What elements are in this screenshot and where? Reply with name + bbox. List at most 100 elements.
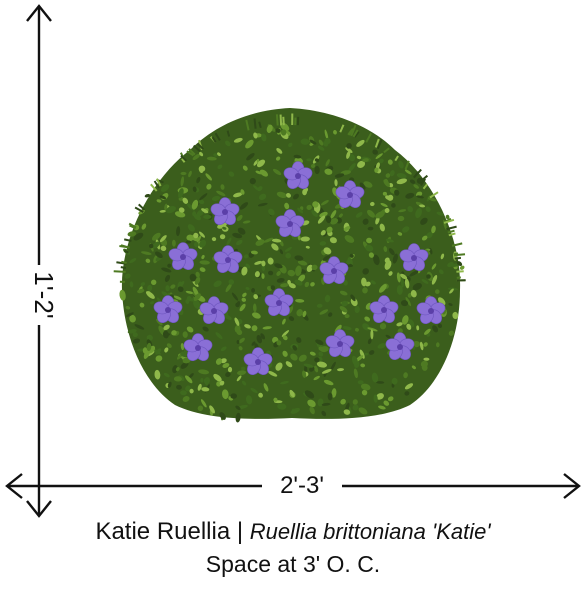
leaf [321, 369, 332, 374]
leaf [415, 207, 423, 219]
leaf [176, 226, 181, 237]
leaf [387, 159, 393, 165]
leaf [357, 160, 366, 168]
leaf [172, 365, 178, 374]
leaf [217, 164, 223, 170]
purple-flower-icon [275, 209, 305, 238]
leaf [298, 354, 307, 362]
purple-flower-icon [399, 243, 429, 272]
leaf [391, 377, 398, 385]
leaf [241, 380, 247, 386]
leaf [364, 352, 369, 356]
leaf [230, 393, 237, 399]
plant-name-caption: Katie Ruellia | Ruellia brittoniana 'Kat… [0, 516, 586, 548]
leaf [421, 279, 429, 284]
leaf [459, 265, 465, 270]
leaf-sprig [443, 218, 455, 224]
leaf [243, 254, 249, 259]
leaf [164, 333, 171, 336]
leaf [127, 329, 137, 334]
leaf [297, 235, 301, 241]
leaf-sprig [413, 171, 420, 179]
leaf [323, 379, 334, 386]
leaf [366, 209, 376, 218]
leaf [419, 341, 424, 351]
leaf [405, 192, 415, 199]
leaf [316, 361, 328, 368]
leaf [437, 323, 443, 329]
leaf [199, 193, 208, 201]
leaf [416, 195, 424, 199]
leaf [427, 197, 437, 202]
leaf [213, 280, 222, 288]
leaf [201, 208, 209, 214]
leaf [266, 124, 273, 133]
leaf [227, 366, 233, 373]
leaf-sprig [119, 245, 130, 249]
leaf [159, 209, 166, 213]
leaf-sprig [226, 130, 231, 137]
leaf [447, 262, 454, 268]
leaf [217, 152, 221, 157]
leaf [148, 243, 154, 249]
leaf [362, 218, 369, 225]
leaf [129, 314, 136, 323]
leaf [410, 290, 417, 298]
leaf [165, 206, 177, 214]
leaf [255, 239, 265, 246]
leaf [294, 255, 304, 261]
leaf [235, 412, 241, 423]
purple-flower-icon [335, 180, 365, 209]
leaf [239, 202, 249, 210]
leaf [384, 208, 390, 213]
leaf [275, 362, 283, 371]
leaf [322, 255, 331, 261]
leaf [284, 202, 290, 210]
leaf [375, 216, 380, 225]
leaf [259, 169, 269, 177]
leaf [368, 252, 374, 258]
leaf [426, 231, 433, 239]
leaf [327, 392, 333, 401]
leaf [421, 235, 428, 241]
leaf [276, 271, 281, 276]
leaf [356, 139, 365, 147]
leaf [180, 343, 185, 351]
leaf [362, 287, 368, 294]
purple-flower-icon [210, 197, 240, 226]
leaf [448, 330, 455, 336]
leaf [180, 171, 187, 176]
leaf-sprig [348, 128, 354, 136]
leaf [380, 202, 388, 208]
leaf [385, 173, 391, 178]
leaf [310, 163, 316, 168]
leaf [375, 153, 383, 160]
leaf-sprig [181, 158, 186, 163]
purple-flower-icon [416, 296, 446, 325]
leaf [185, 385, 191, 392]
leaf [420, 217, 428, 225]
leaf [164, 274, 171, 282]
leaf [275, 156, 281, 161]
leaf [273, 397, 278, 402]
leaf [263, 237, 274, 243]
leaf [385, 334, 391, 339]
leaf [197, 405, 204, 412]
leaf [188, 170, 192, 178]
leaf [274, 263, 283, 269]
leaf [309, 366, 315, 372]
purple-flower-icon [168, 242, 198, 271]
leaf [342, 326, 352, 331]
leaf [129, 258, 137, 264]
leaf [257, 186, 263, 192]
leaf [412, 340, 421, 348]
leaf [194, 276, 201, 285]
leaf [152, 348, 161, 355]
leaf [398, 209, 407, 213]
leaf [400, 273, 408, 280]
leaf [211, 195, 221, 201]
leaf [144, 193, 151, 198]
leaf-sprig [454, 256, 462, 260]
leaf [251, 341, 256, 346]
leaf [193, 241, 199, 248]
